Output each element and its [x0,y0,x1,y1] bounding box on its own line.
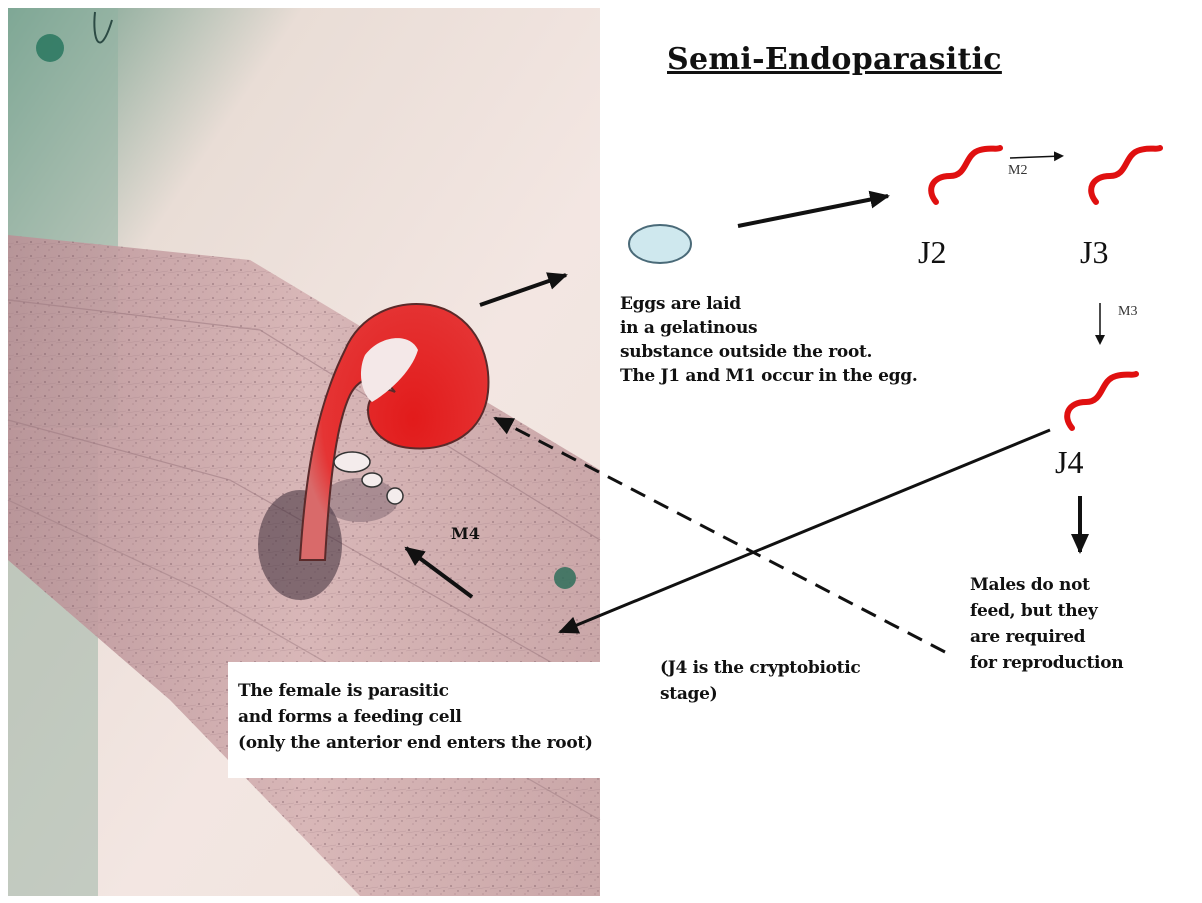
molt-label-m4: M4 [451,524,480,543]
diagram-title: Semi-Endoparasitic [667,42,1002,77]
micrograph-panel [8,8,668,896]
egg-note: Eggs are laid in a gelatinous substance … [620,292,917,388]
egg-note-line: Eggs are laid [620,292,917,316]
cryptobiotic-note: (J4 is the cryptobiotic stage) [660,655,860,707]
egg-note-line: in a gelatinous [620,316,917,340]
arrow-j2-to-j3 [1010,156,1062,158]
nematode-j3 [1091,148,1160,202]
molt-label-m3: M3 [1118,304,1137,320]
male-note: Males do not feed, but they are required… [970,572,1123,676]
male-note-line: feed, but they [970,598,1123,624]
molt-label-m2: M2 [1008,163,1027,179]
cryptobiotic-note-line: stage) [660,681,860,707]
female-note-line: and forms a feeding cell [238,704,593,730]
female-note-line: (only the anterior end enters the root) [238,730,593,756]
cryptobiotic-note-line: (J4 is the cryptobiotic [660,655,860,681]
arrow-egg-to-j2 [738,196,888,226]
male-note-line: Males do not [970,572,1123,598]
stage-label-j4: J4 [1055,444,1083,481]
egg-note-line: The J1 and M1 occur in the egg. [620,364,917,388]
nematode-j2 [931,148,1000,202]
male-note-line: are required [970,624,1123,650]
egg-note-line: substance outside the root. [620,340,917,364]
stain-spot [36,34,64,62]
male-note-line: for reproduction [970,650,1123,676]
stain-spot-2 [554,567,576,589]
female-note-line: The female is parasitic [238,678,593,704]
female-note: The female is parasitic and forms a feed… [238,678,593,756]
egg [629,225,691,263]
stage-label-j2: J2 [918,234,946,271]
stage-label-j3: J3 [1080,234,1108,271]
nematode-j4 [1067,374,1136,428]
